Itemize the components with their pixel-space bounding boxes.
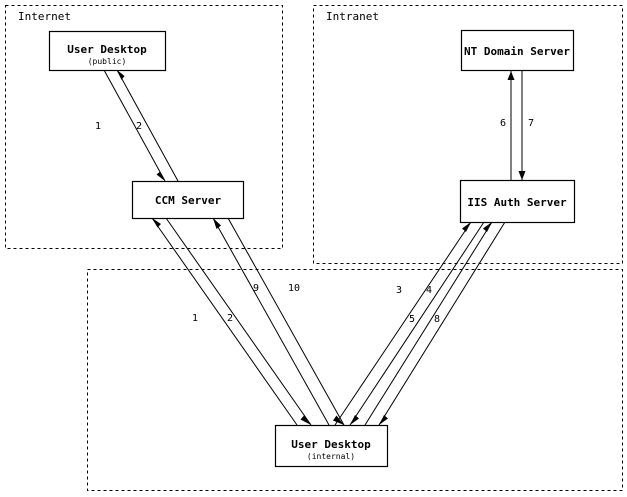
node-user-desktop-public-title: User Desktop <box>67 43 147 56</box>
node-user-desktop-internal-title: User Desktop <box>291 438 371 451</box>
flow-arrow-1-public <box>156 172 165 181</box>
flow-arrow-2-internal <box>300 415 311 425</box>
node-ccm-server-box[interactable] <box>131 180 245 220</box>
node-iis-auth-server-title: IIS Auth Server <box>467 196 567 209</box>
flow-line-5 <box>364 221 493 426</box>
flow-label-4: 4 <box>426 285 432 296</box>
flow-label-2-public: 2 <box>136 121 142 132</box>
node-user-desktop-internal-subtitle: (internal) <box>307 452 355 461</box>
node-nt-domain-server[interactable]: NT Domain Server <box>460 29 575 72</box>
flow-line-8 <box>378 221 506 426</box>
flow-label-3: 3 <box>396 285 402 296</box>
node-iis-auth-server[interactable]: IIS Auth Server <box>459 179 576 224</box>
flow-label-9: 9 <box>253 283 259 294</box>
flow-arrow-7 <box>518 171 526 180</box>
flow-arrow-3 <box>462 222 471 232</box>
flow-line-10 <box>227 217 345 426</box>
flow-label-1-public: 1 <box>95 121 101 132</box>
flow-arrow-1-internal <box>152 218 161 228</box>
zone-intranet-box <box>313 5 623 264</box>
flow-arrow-6 <box>507 71 515 80</box>
zone-intranet-label: Intranet <box>326 10 379 23</box>
flow-line-3 <box>334 221 472 426</box>
flow-pair-internal-desktop-iis-34: 3 4 <box>334 221 485 426</box>
zone-internet-label: Internet <box>18 10 71 23</box>
node-nt-domain-server-title: NT Domain Server <box>464 45 570 58</box>
node-iis-auth-server-box[interactable] <box>459 179 576 224</box>
flow-pair-internal-desktop-ccm-910: 9 10 <box>212 217 345 426</box>
node-user-desktop-public-subtitle: (public) <box>88 57 127 66</box>
flow-label-8: 8 <box>434 314 440 325</box>
node-user-desktop-public-box[interactable] <box>48 30 167 72</box>
flow-line-1-public <box>103 69 166 182</box>
flow-arrow-8 <box>379 415 388 425</box>
node-user-desktop-internal[interactable]: User Desktop (internal) <box>274 424 389 468</box>
flow-label-10: 10 <box>288 283 300 294</box>
flow-arrow-5 <box>483 222 492 232</box>
flow-label-1-internal: 1 <box>192 313 198 324</box>
flow-pair-iis-nt: 6 7 <box>500 70 534 180</box>
flow-line-1-internal <box>151 217 298 426</box>
flow-label-5: 5 <box>409 314 415 325</box>
flow-pair-public-desktop-ccm: 1 2 <box>95 69 179 182</box>
node-ccm-server[interactable]: CCM Server <box>131 180 245 220</box>
flow-line-9 <box>212 217 330 426</box>
flow-arrow-2-public <box>117 70 125 80</box>
flow-arrow-9 <box>213 218 221 229</box>
zone-internet-box <box>5 5 283 249</box>
node-user-desktop-public[interactable]: User Desktop (public) <box>48 30 167 72</box>
node-ccm-server-title: CCM Server <box>155 194 222 207</box>
flow-line-4 <box>349 221 485 426</box>
flow-pair-internal-desktop-iis-58: 5 8 <box>364 221 506 426</box>
flow-line-2-internal <box>165 217 312 426</box>
flow-arrow-4 <box>350 415 359 425</box>
flow-line-2-public <box>116 69 179 182</box>
flow-label-2-internal: 2 <box>227 313 233 324</box>
flow-label-7: 7 <box>528 118 534 129</box>
node-user-desktop-internal-box[interactable] <box>274 424 389 468</box>
flow-label-6: 6 <box>500 118 506 129</box>
flow-pair-internal-desktop-ccm-12: 1 2 <box>151 217 312 426</box>
node-nt-domain-server-box[interactable] <box>460 29 575 72</box>
